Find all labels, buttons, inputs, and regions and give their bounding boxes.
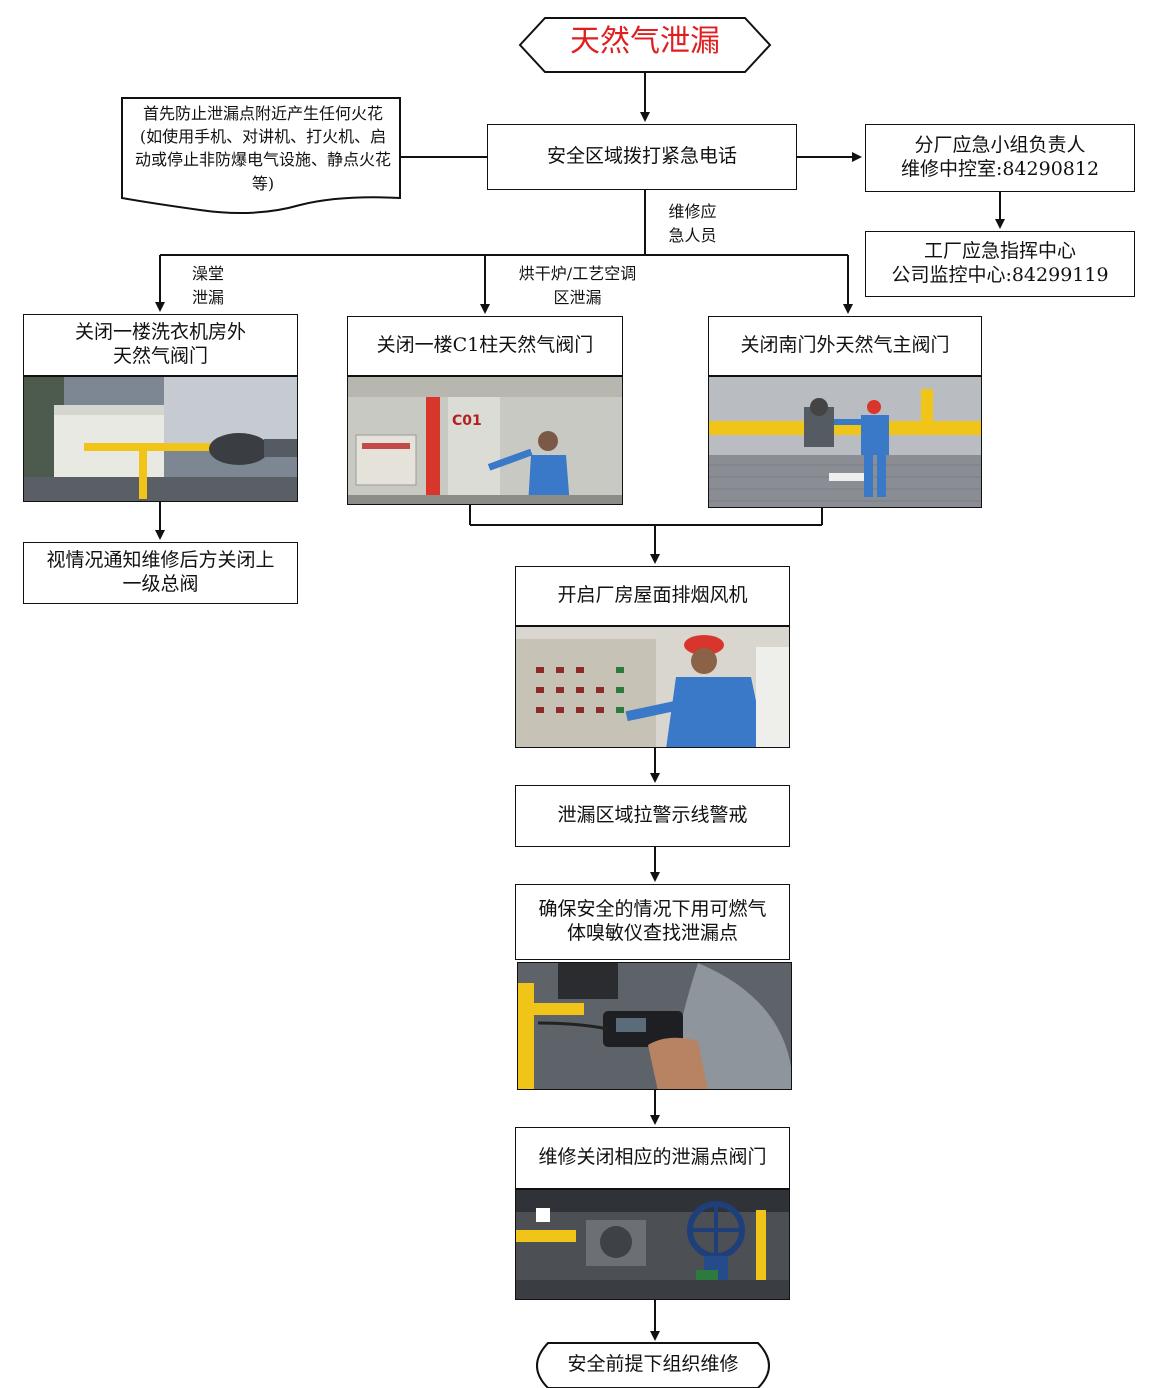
cordon-box: 泄漏区域拉警示线警戒 <box>515 785 790 847</box>
contact-branch-team-box: 分厂应急小组负责人 维修中控室:84290812 <box>865 124 1135 192</box>
contact-command-center-line2: 公司监控中心:84299119 <box>891 264 1109 286</box>
gas-detector-photo <box>517 962 792 1090</box>
control-panel-photo <box>515 626 790 748</box>
exhaust-fan-box: 开启厂房屋面排烟风机 <box>515 566 790 626</box>
start-hexagon <box>518 17 772 73</box>
branch-left-box: 关闭一楼洗衣机房外 天然气阀门 <box>23 314 298 376</box>
spark-warning-note: 首先防止泄漏点附近产生任何火花(如使用手机、对讲机、打火机、启动或停止非防爆电气… <box>134 104 391 193</box>
end-title: 安全前提下组织维修 <box>567 1353 739 1375</box>
label-bathhouse-leak: 澡堂 泄漏 <box>192 264 225 307</box>
c01-sign: C01 <box>452 413 482 429</box>
contact-command-center-line1: 工厂应急指挥中心 <box>923 240 1076 263</box>
branch-mid-box: 关闭一楼C1柱天然气阀门 <box>347 316 623 376</box>
emergency-call-box: 安全区域拨打紧急电话 <box>487 124 797 190</box>
contact-branch-team-line1: 分厂应急小组负责人 <box>914 134 1086 157</box>
c1-column-valve-photo: C01 <box>347 376 623 505</box>
contact-command-center-box: 工厂应急指挥中心 公司监控中心:84299119 <box>865 231 1135 297</box>
note-shape <box>121 97 401 215</box>
start-title: 天然气泄漏 <box>570 24 720 59</box>
end-terminator <box>536 1342 770 1388</box>
repair-valve-box: 维修关闭相应的泄漏点阀门 <box>515 1127 790 1189</box>
gas-detector-box: 确保安全的情况下用可燃气 体嗅敏仪查找泄漏点 <box>515 884 790 960</box>
notify-upper-valve-box: 视情况通知维修后方关闭上 一级总阀 <box>23 542 298 604</box>
branch-right-box: 关闭南门外天然气主阀门 <box>708 316 982 376</box>
label-dryer-leak: 烘干炉/工艺空调 区泄漏 <box>518 264 637 307</box>
repair-valve-photo <box>515 1189 790 1300</box>
label-maintenance-staff: 维修应 急人员 <box>668 202 717 245</box>
south-gate-valve-photo <box>708 376 982 508</box>
laundry-valve-photo <box>23 376 298 502</box>
contact-branch-team-line2: 维修中控室:84290812 <box>900 158 1100 180</box>
